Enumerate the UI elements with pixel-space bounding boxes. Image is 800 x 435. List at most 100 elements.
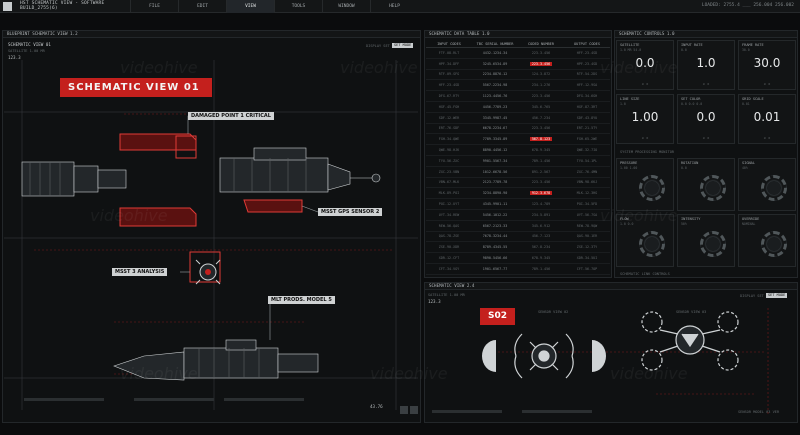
view-label: SCHEMATIC VIEW 01 [8,42,51,47]
stepper-arrows-icon[interactable]: ◂ ▸ [763,81,771,86]
table-cell: 1123-4456-76 [482,94,508,99]
control-value[interactable]: 0.0 [696,110,716,124]
menu-bar: FILE EDIT VIEW TOOLS WINDOW HELP [130,0,418,13]
control-value[interactable]: 1.00 [631,110,659,124]
control-value[interactable]: 1.0 [696,56,716,70]
sensor-left [514,333,574,379]
table-cell: 124.3-872 [531,72,551,77]
menu-help[interactable]: HELP [370,0,418,13]
stepper-arrows-icon[interactable]: ◂ ▸ [641,135,649,140]
table-cell: HPF-23-4SD [576,61,598,66]
control-value[interactable]: 30.0 [753,56,781,70]
watermark: videohive [600,206,678,225]
knob-dial-icon[interactable] [639,231,665,257]
table-cell: QAS-90-1ER [576,234,598,239]
table-cell: 3234-8890-90 [482,191,508,196]
menu-tools[interactable]: TOOLS [274,0,322,13]
table-cell: 223.3-456 [531,126,551,131]
sensor-bottom-label: SENSOR MODEL 03 VER [738,410,780,414]
table-cell: TYU-56-ZXC [438,158,460,163]
table-cell: QAS-78-ZSE [438,234,460,239]
menu-view[interactable]: VIEW [226,0,274,13]
table-cell: HFF-23-4SD [438,83,460,88]
table-cell: HGF-45-FGH [438,104,460,109]
callout-damaged-point[interactable]: DAMAGED POINT 1 CRITICAL [188,112,274,120]
app-logo-icon [3,1,12,11]
knob-dial-icon[interactable] [639,175,665,201]
callout-gps-sensor[interactable]: MSST GPS SENSOR 2 [318,208,383,216]
watermark: videohive [340,58,418,77]
watermark: videohive [600,58,678,77]
stepper-arrows-icon[interactable]: ◂ ▸ [702,81,710,86]
stepper-arrows-icon[interactable]: ◂ ▸ [641,81,649,86]
callout-model[interactable]: MLT PRODS. MODEL 5 [268,296,335,304]
table-cell: VBN-67-MLK [438,180,460,185]
blueprint-panel-header: BLUEPRINT SCHEMATIC VIEW 1.2 [3,31,420,38]
knob-dial-icon[interactable] [761,231,787,257]
table-cell: UYT-56-7SA [576,212,598,217]
table-cell: 8890-4456-12 [482,148,508,153]
table-cell: 1012-6678-56 [482,169,508,174]
table-cell: 678.9-345 [531,148,551,153]
data-table-header: SCHEMATIC DATA TABLE 1.0 [425,31,611,38]
knob-dial-icon[interactable] [761,175,787,201]
zoom-in-button[interactable] [400,406,408,414]
table-cell: QWE-32-7IO [576,148,598,153]
table-cell: XDR-34-5UI [576,256,598,261]
table-cell: ZXC-76-4MN [576,169,598,174]
menu-edit[interactable]: EDIT [178,0,226,13]
table-cell: 4345-9901-11 [482,202,508,207]
knob-dial-icon[interactable] [700,231,726,257]
table-cell: 678.9-345 [531,256,551,261]
control-label: SET COLOR [681,97,701,101]
table-cell: UYT-34-REW [438,212,460,217]
display-mode-button[interactable]: SET MODE [392,43,414,48]
view2-display-mode-button[interactable]: SET MODE [766,293,788,298]
zoom-out-button[interactable] [410,406,418,414]
table-cell: 4432-1234-34 [482,50,508,55]
menu-file[interactable]: FILE [130,0,178,13]
control-value[interactable]: 0.0 [635,56,655,70]
stepper-arrows-icon[interactable]: ◂ ▸ [763,135,771,140]
table-cell: 891.2-567 [531,169,551,174]
stepper-arrows-icon[interactable]: ◂ ▸ [702,135,710,140]
sensor-views [432,308,769,414]
menu-window[interactable]: WINDOW [322,0,370,13]
table-cell: CFT-56-7OP [576,266,598,271]
knob-dial-icon[interactable] [700,175,726,201]
watermark: videohive [120,364,198,383]
control-value[interactable]: 0.01 [753,110,781,124]
callout-analysis[interactable]: MSST 3 ANALYSIS [112,268,168,276]
knob-label: OVERRIDE [742,217,760,221]
table-cell: 345.6-912 [531,223,551,228]
table-cell: 456.7-123 [531,234,551,239]
